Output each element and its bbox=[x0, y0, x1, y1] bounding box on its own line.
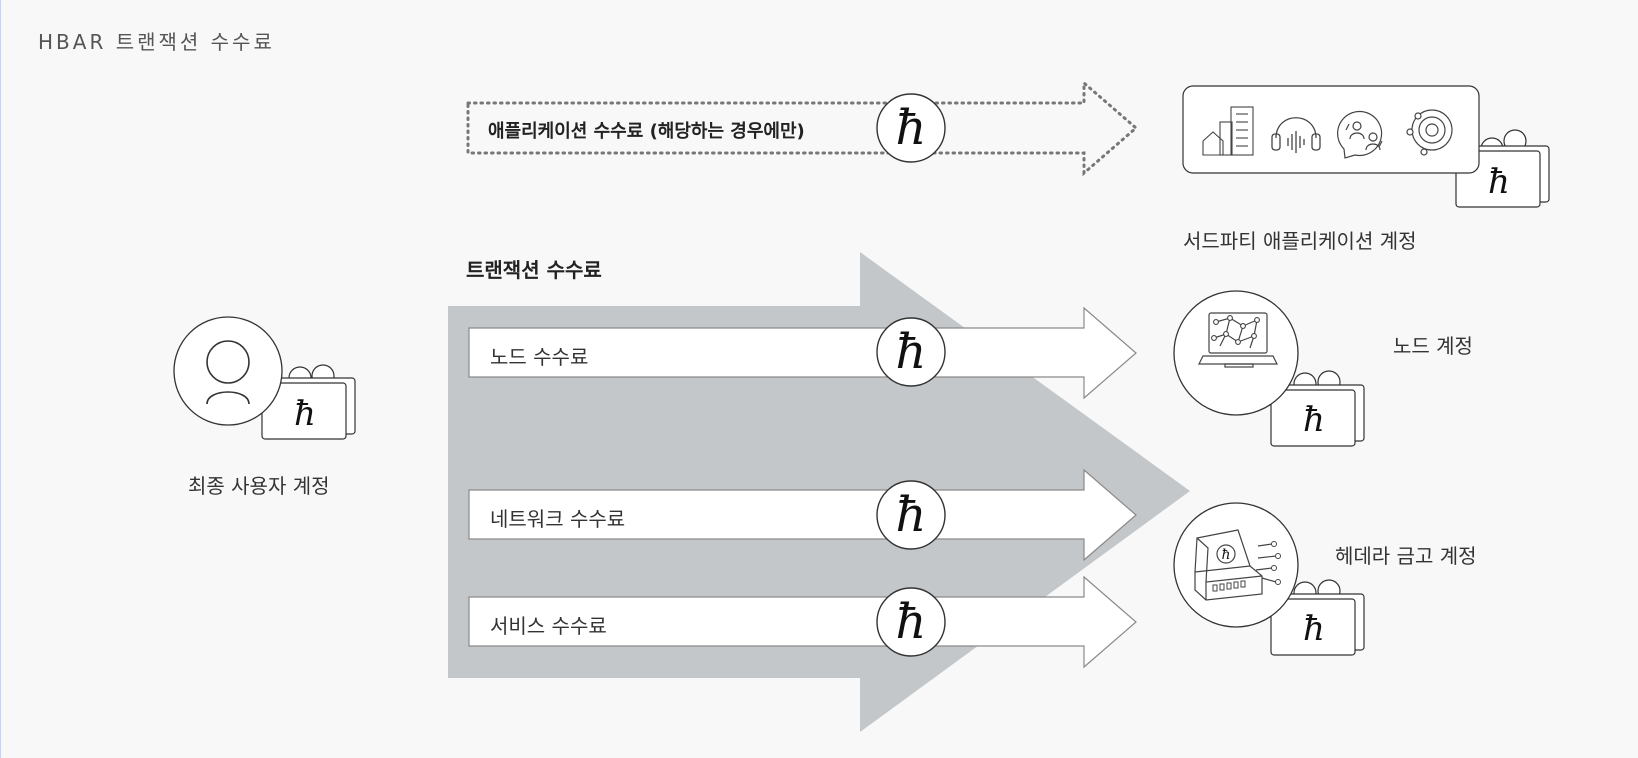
third-party-apps-panel bbox=[1182, 85, 1480, 174]
network-fee-arrow bbox=[468, 468, 1137, 562]
svg-text:ħ: ħ bbox=[294, 394, 316, 434]
end-user-wallet-icon: ħ bbox=[261, 364, 356, 440]
third-party-wallet-icon: ħ bbox=[1455, 129, 1550, 208]
people-exchange-icon bbox=[1337, 110, 1383, 159]
node-fee-label: 노드 수수료 bbox=[490, 345, 589, 369]
node-wallet-icon: ħ bbox=[1270, 370, 1365, 447]
svg-text:ħ: ħ bbox=[896, 100, 927, 156]
svg-text:ħ: ħ bbox=[896, 487, 927, 543]
end-user-account-label: 최종 사용자 계정 bbox=[188, 474, 330, 498]
svg-text:ħ: ħ bbox=[1303, 400, 1325, 440]
node-account-label: 노드 계정 bbox=[1393, 334, 1473, 358]
hbar-coin-icon: ħ bbox=[876, 587, 946, 657]
application-fee-arrow bbox=[466, 79, 1139, 177]
hbar-coin-icon: ħ bbox=[876, 480, 946, 550]
hbar-coin-icon: ħ bbox=[876, 93, 946, 163]
svg-text:ħ: ħ bbox=[1488, 162, 1510, 202]
transaction-fee-label: 트랜잭션 수수료 bbox=[466, 258, 602, 282]
user-icon bbox=[173, 316, 283, 426]
target-icon bbox=[1406, 109, 1453, 156]
svg-text:ħ: ħ bbox=[1221, 547, 1230, 563]
third-party-account-label: 서드파티 애플리케이션 계정 bbox=[1183, 229, 1417, 253]
service-fee-label: 서비스 수수료 bbox=[490, 614, 607, 638]
service-fee-arrow bbox=[468, 575, 1137, 669]
svg-text:ħ: ħ bbox=[896, 324, 927, 380]
treasury-wallet-icon: ħ bbox=[1270, 579, 1365, 656]
treasure-chest-icon: ħ bbox=[1173, 502, 1299, 628]
svg-text:ħ: ħ bbox=[1303, 609, 1325, 649]
network-fee-label: 네트워크 수수료 bbox=[490, 507, 626, 531]
headphones-icon bbox=[1271, 117, 1321, 153]
laptop-network-icon bbox=[1173, 290, 1299, 416]
node-fee-arrow bbox=[468, 306, 1137, 400]
svg-text:ħ: ħ bbox=[896, 594, 927, 650]
hbar-coin-icon: ħ bbox=[876, 317, 946, 387]
page-title: HBAR 트랜잭션 수수료 bbox=[38, 30, 275, 54]
application-fee-label: 애플리케이션 수수료 (해당하는 경우에만) bbox=[488, 121, 805, 142]
buildings-icon bbox=[1202, 106, 1254, 156]
treasury-account-label: 헤데라 금고 계정 bbox=[1335, 544, 1477, 568]
